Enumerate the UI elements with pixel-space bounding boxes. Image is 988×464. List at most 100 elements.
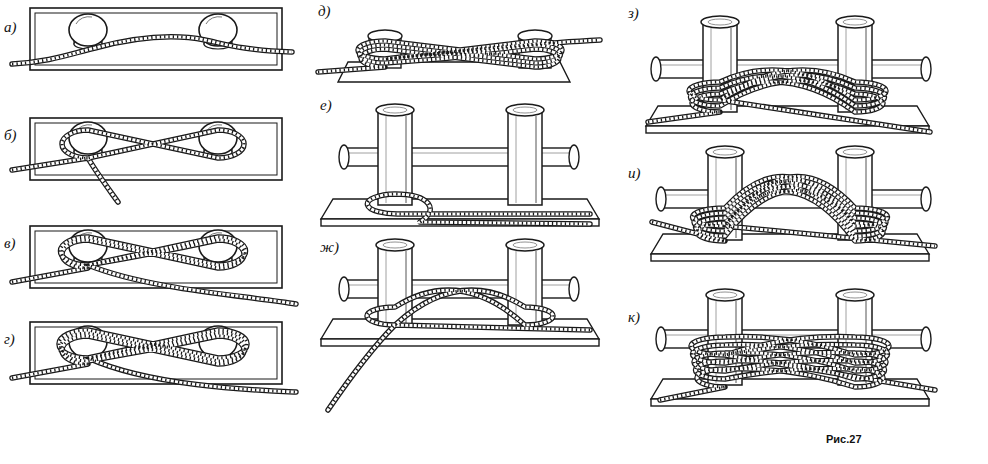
bitt-cap-rim [843,19,867,25]
bitt-base-edge [321,339,599,346]
rope-outline [328,290,590,410]
bollard-shade [206,17,222,24]
bitt-cap [376,239,414,251]
bitt-cap [706,289,744,301]
figure-i [651,146,935,261]
rope-fill [328,290,590,410]
bitt-cap [836,146,874,158]
bollard-shade [76,17,92,24]
figure-d [318,30,600,82]
rope-outline [648,70,930,132]
crossbar-flange [921,327,931,351]
rope-outline [318,40,600,72]
bitt-shade [536,251,537,323]
rope-lay [12,237,296,304]
bitt-cap-rim [383,107,407,113]
rope-lay [652,176,935,246]
figure-label: в) [4,236,16,251]
rope-fill [660,337,935,400]
figure-g [12,322,296,392]
bollard-head [69,122,107,154]
figure-label: з) [628,6,639,21]
rope-lay [648,70,930,132]
figure-label: б) [4,128,17,143]
bitt-cap [701,16,739,28]
bitt-cap-rim [513,107,537,113]
bitt-shade [386,116,387,203]
figure-label: и) [628,166,641,181]
rope-lay [12,330,296,392]
crossbar-flange [656,327,666,351]
figure-z [646,16,931,133]
bitt-cap [836,16,874,28]
bitt-cap [706,146,744,158]
rope-fill [367,194,590,224]
figure-v [12,226,296,304]
rope-lay [367,194,590,224]
bitt-base-edge [651,399,929,406]
figure-b [12,118,282,202]
crossbar-flange [339,145,349,169]
rope-outline [12,330,296,392]
rope-lay [328,290,590,410]
figure-label: г) [4,332,15,347]
figures [12,8,935,410]
rope-outline [660,337,935,400]
bitt-shade [536,116,537,203]
bollard-head [199,122,237,154]
bitt-shade [386,251,387,323]
rope-lay [318,40,600,72]
bitt-cap-rim [843,292,867,298]
rope-fill [12,237,296,304]
crossbar-flange [921,187,931,211]
figure-label: е) [320,98,332,113]
bitt-base-edge [651,254,929,261]
bitt-cap [506,239,544,251]
rope-fill [648,70,930,132]
rope-fill [12,330,296,392]
bitt-cap [376,104,414,116]
rope-outline [12,130,244,202]
bitt-cap-rim [383,242,407,248]
bitt-cap-rim [708,19,732,25]
bitt-shade [656,65,926,66]
bitt-cap-rim [713,292,737,298]
figure-a [12,8,292,70]
bitt-cap-rim [843,149,867,155]
bitt-cap [506,104,544,116]
rope-outline [367,194,590,224]
bitt-shade [516,116,517,203]
rope-lay [660,337,935,400]
bitt-shade [661,335,926,336]
rope-fill [12,37,292,64]
crossbar-flange [339,277,349,301]
bollard-head [69,14,107,46]
rope-fill [12,130,244,202]
crossbar-flange [921,57,931,81]
bitt-shade [516,251,517,323]
crossbar-flange [569,277,579,301]
bitt-cap [836,289,874,301]
crossbar-flange [656,187,666,211]
figure-label: д) [318,4,331,19]
crossbar-flange [651,57,661,81]
rope-lay [12,37,292,64]
figure-label: ж) [320,240,339,255]
bitt-cap-rim [513,242,537,248]
figure-e [321,104,599,226]
rope-outline [12,37,292,64]
figure-k [651,289,935,406]
crossbar-flange [569,145,579,169]
rope-outline [652,176,935,246]
bitt-shade [406,116,407,203]
figure-caption: Рис.27 [826,434,862,445]
bitt-post [508,110,542,205]
rope-outline [12,237,296,304]
figure-zh [321,239,599,410]
rope-lay [12,130,244,202]
figure-label: а) [4,20,17,35]
bitt-cap-rim [713,149,737,155]
bitt-post [378,110,412,205]
rope-fill [652,176,935,246]
